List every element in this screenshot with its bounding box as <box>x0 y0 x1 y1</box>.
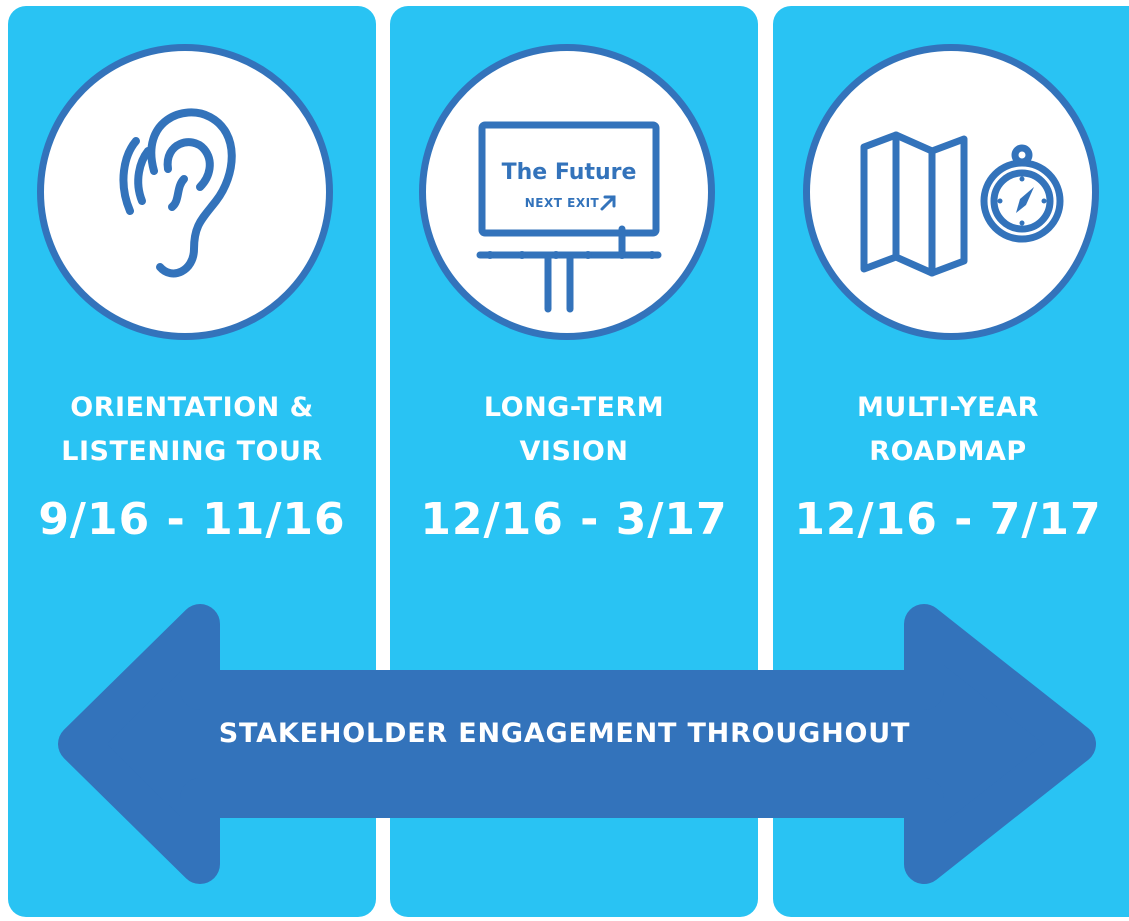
stage-title: ORIENTATION & LISTENING TOUR <box>61 392 323 467</box>
stage-icon-circle <box>803 44 1099 340</box>
stage-dates: 12/16 - 7/17 <box>794 494 1102 545</box>
stage-panel-orientation: ORIENTATION & LISTENING TOUR 9/16 - 11/1… <box>8 6 376 917</box>
stage-panel-roadmap: MULTI-YEAR ROADMAP 12/16 - 7/17 <box>773 6 1129 917</box>
stage-icon-circle: The Future NEXT EXIT <box>419 44 715 340</box>
stage-title: MULTI-YEAR ROADMAP <box>857 392 1039 467</box>
arrow-label: STAKEHOLDER ENGAGEMENT THROUGHOUT <box>218 718 911 749</box>
billboard-headline: The Future <box>502 160 637 185</box>
ear-icon <box>119 108 236 278</box>
billboard-subline: NEXT EXIT <box>525 196 600 210</box>
stage-icon-circle <box>37 44 333 340</box>
stage-dates: 12/16 - 3/17 <box>420 494 728 545</box>
stage-title: LONG-TERM VISION <box>483 392 665 467</box>
billboard-icon: The Future NEXT EXIT <box>476 121 662 313</box>
stage-dates: 9/16 - 11/16 <box>38 494 346 545</box>
stage-panel-vision: The Future NEXT EXIT LONG-TERM VISION 12… <box>390 6 758 917</box>
map-compass-icon <box>860 131 1064 277</box>
exit-arrow-icon <box>600 195 616 211</box>
